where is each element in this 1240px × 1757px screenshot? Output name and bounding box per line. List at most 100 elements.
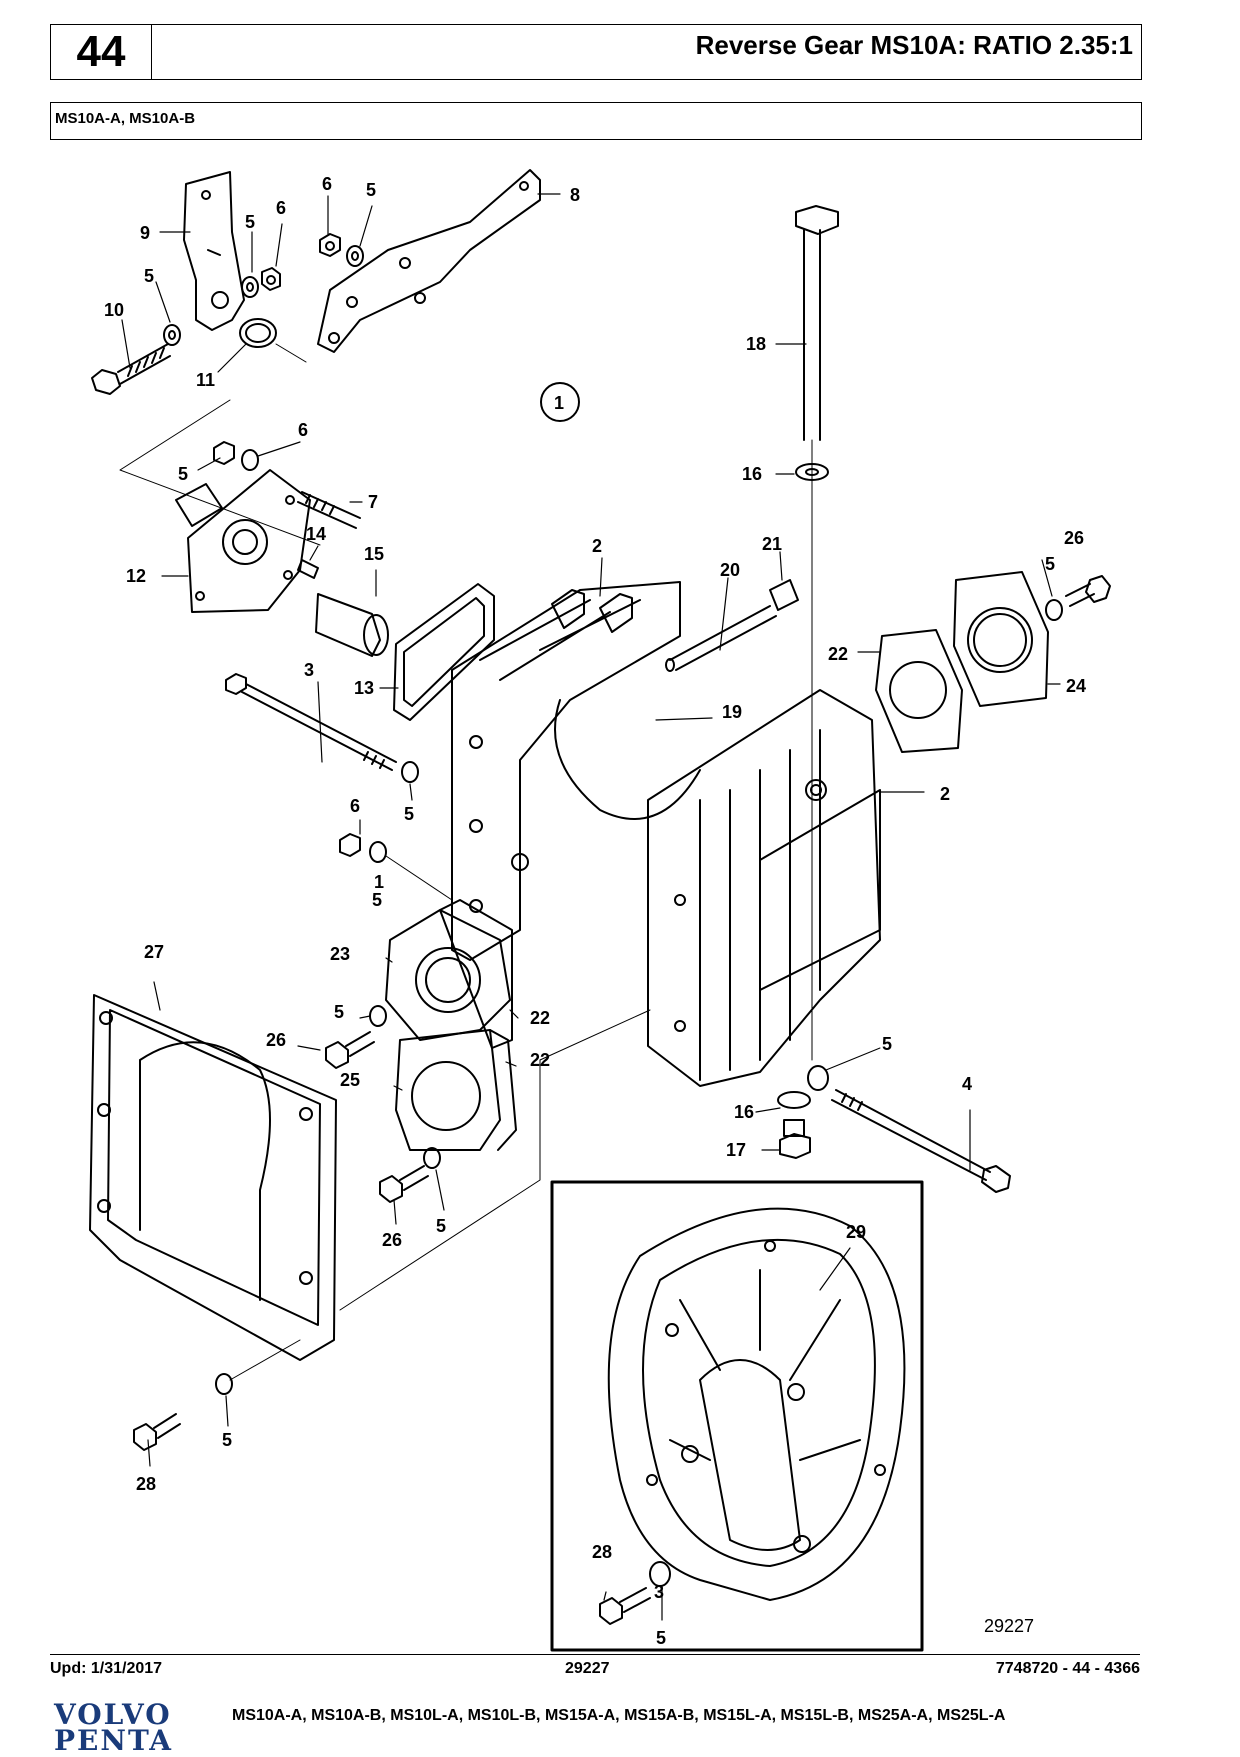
pin-20 (665, 605, 777, 672)
label-2b: 2 (940, 784, 950, 804)
label-8: 8 (570, 185, 580, 205)
gasket-27 (89, 994, 337, 1361)
footer-figure-ref: 29227 (565, 1660, 610, 1677)
cover-12 (175, 469, 311, 613)
label-6d: 6 (350, 796, 360, 816)
bolt-26c (379, 1165, 429, 1203)
label-5d: 5 (178, 464, 188, 484)
label-6c: 6 (298, 420, 308, 440)
washer-5h (369, 1005, 387, 1027)
washer-5i (423, 1147, 441, 1169)
label-26b: 26 (266, 1030, 286, 1050)
page-title: Reverse Gear MS10A: RATIO 2.35:1 (695, 30, 1133, 60)
gasket-22c (489, 1029, 517, 1151)
label-5a: 5 (144, 266, 154, 286)
housing-2-right (647, 689, 881, 1087)
label-5j: 5 (436, 1216, 446, 1236)
flange-23 (385, 909, 511, 1041)
label-5g: 5 (334, 1002, 344, 1022)
gasket-13 (393, 583, 495, 721)
label-17: 17 (726, 1140, 746, 1160)
logo-line-1: VOLVO (54, 1698, 172, 1731)
label-10: 10 (104, 300, 124, 320)
nut-6d (339, 833, 361, 857)
label-5l: 5 (656, 1628, 666, 1648)
label-6a: 6 (322, 174, 332, 194)
end-cover-29 (607, 1207, 906, 1601)
label-9: 9 (140, 223, 150, 243)
plug-17 (779, 1119, 811, 1159)
label-26c: 26 (382, 1230, 402, 1250)
bolt-10 (91, 343, 171, 395)
header-box: 44 Reverse Gear MS10A: RATIO 2.35:1 (50, 24, 1142, 80)
bolt-3 (225, 673, 397, 771)
sleeve-15 (315, 593, 389, 657)
washer-5b (163, 324, 181, 346)
label-5e: 5 (404, 804, 414, 824)
label-5c: 5 (366, 180, 376, 200)
footer-doc-number: 7748720 - 44 - 4366 (995, 1660, 1140, 1677)
washer-16b (777, 1091, 811, 1109)
label-4: 4 (962, 1074, 972, 1094)
bracket-9 (183, 171, 245, 331)
label-22b: 22 (530, 1008, 550, 1028)
page-number: 44 (51, 25, 152, 79)
cover-24 (953, 571, 1049, 707)
label-16a: 16 (742, 464, 762, 484)
washer-5a (241, 276, 259, 298)
label-25: 25 (340, 1070, 360, 1090)
label-28b: 28 (592, 1542, 612, 1562)
label-24: 24 (1066, 676, 1086, 696)
nut-6a (261, 267, 281, 291)
plug-21 (769, 579, 799, 611)
label-7: 7 (368, 492, 378, 512)
label-3b: 3 (654, 1582, 664, 1602)
washer-5k (215, 1373, 233, 1395)
washer-5j (807, 1065, 829, 1091)
label-18: 18 (746, 334, 766, 354)
logo-line-2: PENTA (54, 1724, 174, 1757)
label-5b: 5 (245, 212, 255, 232)
label-23: 23 (330, 944, 350, 964)
cover-25 (395, 1029, 501, 1151)
label-5k: 5 (222, 1430, 232, 1450)
washer-5f (369, 841, 387, 863)
label-5i: 5 (882, 1034, 892, 1054)
bolt-28a (133, 1413, 181, 1451)
nut-6b (319, 233, 341, 257)
volvo-penta-logo: VOLVO PENTA (54, 1698, 204, 1757)
model-box: MS10A-A, MS10A-B (50, 102, 1142, 140)
label-26a: 26 (1064, 528, 1084, 548)
ring-11 (239, 318, 277, 348)
applicable-models: MS10A-A, MS10A-B, MS10L-A, MS10L-B, MS15… (232, 1707, 1006, 1724)
washer-5g (1045, 599, 1063, 621)
label-19: 19 (722, 702, 742, 722)
label-6b: 6 (276, 198, 286, 218)
label-12: 12 (126, 566, 146, 586)
nut-6c (213, 441, 235, 465)
label-16b: 16 (734, 1102, 754, 1122)
label-20: 20 (720, 560, 740, 580)
pin-14 (297, 559, 319, 579)
housing-2 (451, 581, 701, 961)
washer-5d (241, 449, 259, 471)
gasket-22b (439, 899, 513, 1049)
bolt-26a (1065, 575, 1111, 607)
label-22a: 22 (828, 644, 848, 664)
stud-7 (297, 491, 361, 529)
bolt-26b (325, 1031, 375, 1069)
washer-16a (795, 463, 829, 481)
label-1: 1 (554, 393, 564, 413)
label-28a: 28 (136, 1474, 156, 1494)
label-1b: 1 (374, 872, 384, 892)
gasket-22a (875, 629, 963, 753)
label-21: 21 (762, 534, 782, 554)
label-22c: 22 (530, 1050, 550, 1070)
callout-circle-1 (540, 382, 580, 422)
label-5h: 5 (1045, 554, 1055, 574)
label-2a: 2 (592, 536, 602, 556)
washer-5e (401, 761, 419, 783)
bolt-28b (599, 1587, 651, 1625)
figure-id: 29227 (984, 1616, 1034, 1636)
